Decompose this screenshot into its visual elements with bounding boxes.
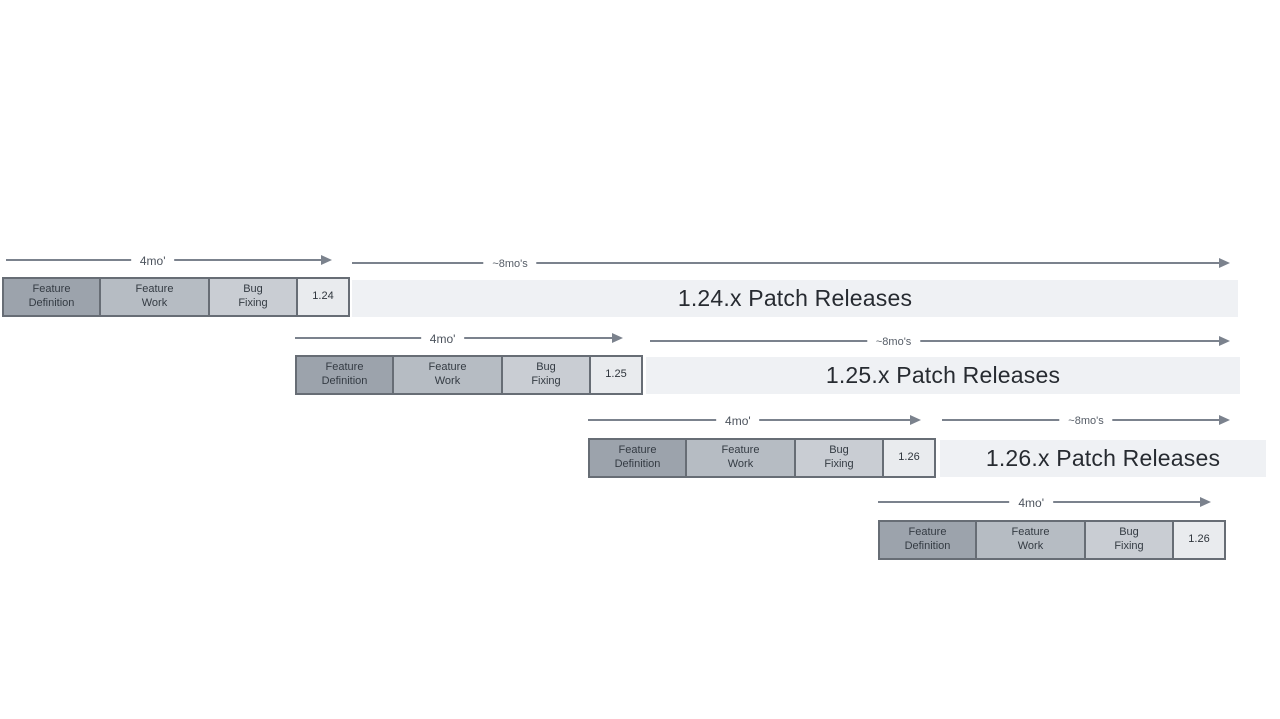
arrow-head-icon [910,415,921,425]
release-cycle-boxes: Feature Definition Feature Work Bug Fixi… [295,355,643,395]
phase-feature-definition: Feature Definition [588,438,687,478]
phase-feature-work: Feature Work [99,277,210,317]
phase-label: Feature Work [135,283,174,309]
phase-feature-work: Feature Work [975,520,1086,560]
phase-label: Bug Fixing [1114,526,1144,552]
arrow-head-icon [1219,415,1230,425]
patch-releases-label: 1.26.x Patch Releases [985,445,1221,471]
patch-releases-bar: 1.26.x Patch Releases [940,440,1266,477]
phase-feature-definition: Feature Definition [2,277,101,317]
phase-feature-definition: Feature Definition [878,520,977,560]
cycle-duration-label: 4mo' [420,331,465,348]
cycle-duration-label: 4mo' [130,253,175,270]
phase-label: Bug Fixing [531,361,561,387]
phase-feature-definition: Feature Definition [295,355,394,395]
phase-label: Feature Work [721,444,760,470]
arrow-head-icon [1219,336,1230,346]
phase-bug-fixing: Bug Fixing [1084,520,1174,560]
phase-label: Feature Definition [28,283,75,309]
phase-bug-fixing: Bug Fixing [208,277,298,317]
arrow-head-icon [1219,258,1230,268]
patch-duration-label: ~8mo's [866,334,921,351]
cycle-duration-label: 4mo' [1009,495,1053,512]
cycle-duration-arrow: 4mo' [6,253,332,270]
patch-releases-bar: 1.25.x Patch Releases [646,357,1240,394]
version-box: 1.26 [882,438,936,478]
version-label: 1.25 [605,368,627,381]
phase-label: Feature Definition [904,526,951,552]
phase-bug-fixing: Bug Fixing [794,438,884,478]
cycle-duration-arrow: 4mo' [295,331,623,348]
patch-releases-label: 1.25.x Patch Releases [825,362,1061,388]
phase-feature-work: Feature Work [685,438,796,478]
patch-duration-arrow: ~8mo's [942,413,1230,430]
version-box: 1.26 [1172,520,1226,560]
arrow-line [352,262,1227,264]
patch-duration-label: ~8mo's [483,256,537,273]
patch-duration-label: ~8mo's [1059,413,1113,430]
arrow-head-icon [321,255,332,265]
phase-label: Feature Definition [614,444,661,470]
arrow-head-icon [1200,497,1211,507]
cycle-duration-arrow: 4mo' [878,495,1211,512]
phase-label: Feature Work [428,361,467,387]
patch-releases-label: 1.24.x Patch Releases [677,285,913,311]
cycle-duration-arrow: 4mo' [588,413,921,430]
version-label: 1.26 [1188,533,1210,546]
release-cycle-boxes: Feature Definition Feature Work Bug Fixi… [878,520,1226,560]
phase-bug-fixing: Bug Fixing [501,355,591,395]
version-label: 1.26 [898,451,920,464]
phase-label: Bug Fixing [238,283,268,309]
phase-label: Feature Definition [321,361,368,387]
version-box: 1.25 [589,355,643,395]
patch-duration-arrow: ~8mo's [352,256,1230,273]
arrow-head-icon [612,333,623,343]
version-box: 1.24 [296,277,350,317]
release-cycle-boxes: Feature Definition Feature Work Bug Fixi… [2,277,350,317]
phase-label: Bug Fixing [824,444,854,470]
patch-releases-bar: 1.24.x Patch Releases [352,280,1238,317]
phase-label: Feature Work [1011,526,1050,552]
cycle-duration-label: 4mo' [716,413,760,430]
patch-duration-arrow: ~8mo's [650,334,1230,351]
arrow-line [650,340,1227,342]
release-cycle-boxes: Feature Definition Feature Work Bug Fixi… [588,438,936,478]
phase-feature-work: Feature Work [392,355,503,395]
version-label: 1.24 [312,290,334,303]
